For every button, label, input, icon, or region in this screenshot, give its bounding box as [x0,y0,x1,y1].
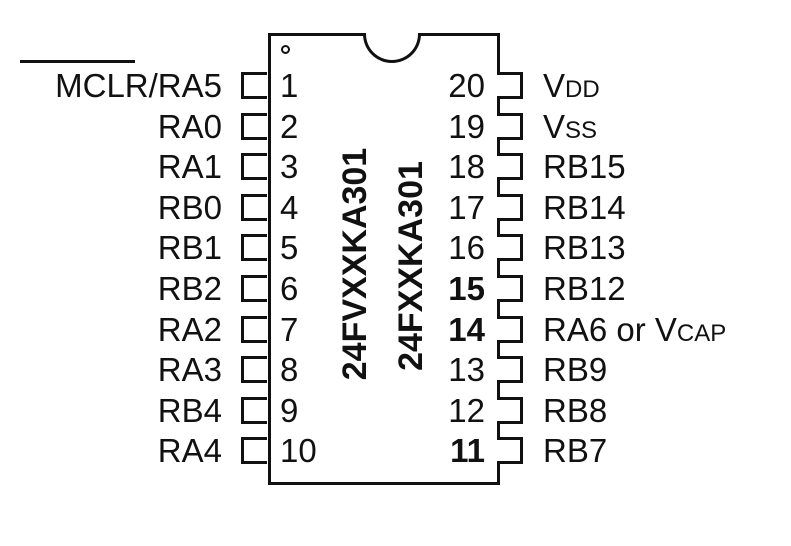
pin-label-7: RA2 [157,310,222,348]
pin-pad-16 [497,234,523,262]
pin-number-20: 20 [448,67,485,104]
pin-number-19: 19 [448,107,485,145]
pin-label-16: RB13 [543,228,626,268]
pin-pad-7 [241,315,267,343]
pin-label-11: RB7 [543,431,607,471]
pin-number-5: 5 [280,229,299,267]
pin-label-20: VDD [543,66,600,106]
pin-label-2: RA0 [157,107,222,145]
pin-number-17: 17 [448,188,485,226]
pin-number-6: 6 [280,270,299,307]
pin-label-subscript: DD [565,76,600,103]
pin-number-9: 9 [280,391,299,429]
package-notch [363,33,421,63]
pin-pad-12 [497,396,523,424]
pin-label-19: VSS [543,107,597,147]
pin-number-2: 2 [280,107,299,145]
pin-label-3: RA1 [157,148,222,186]
pin-label-6: RB2 [157,270,222,307]
pin-pad-5 [241,234,267,262]
pin-number-4: 4 [280,188,299,226]
pin-pad-2 [241,112,267,140]
pin-pad-20 [497,72,523,99]
pin-pad-6 [241,275,267,302]
pin-label-main: V [543,67,566,104]
pin-label-text: RB15 [543,148,626,186]
pin-label-15: RB12 [543,269,626,309]
pin-pad-15 [497,275,523,302]
pin-label-text: RA6 or [543,310,655,348]
pin-pad-14 [497,315,523,343]
pin-number-8: 8 [280,351,299,389]
pin-label-8: RA3 [157,351,222,389]
pin-label-17: RB14 [543,188,626,228]
pin-label-4: RB0 [157,188,222,226]
pin-number-13: 13 [448,351,485,389]
pin-label-12: RB8 [543,391,607,431]
pin1-indicator-dot [281,45,290,54]
pin-pad-10 [241,437,267,465]
pin-pad-8 [241,356,267,384]
pin-label-text: RB9 [543,351,608,389]
pin-pad-11 [497,437,523,465]
pin-label-subscript: SS [565,116,598,144]
pin-pad-19 [497,112,523,140]
pin-number-11: 11 [450,432,485,470]
pin-pad-4 [241,193,267,221]
pin-pad-3 [241,153,267,181]
pin-pad-18 [497,153,523,181]
pin-pad-17 [497,193,523,221]
pin-number-7: 7 [280,310,299,348]
pin-label-subscript: CAP [676,319,727,347]
part-name-24fvxxka301: 24FVXXKA301 [336,147,375,381]
pin-number-3: 3 [280,148,299,186]
pin-number-16: 16 [448,229,485,267]
pin-number-1: 1 [280,67,299,104]
pin-label-13: RB9 [543,350,607,390]
pin-label-5: RB1 [157,229,222,267]
pin-label-10: RA4 [157,432,222,470]
pin-label-main: V [654,310,677,348]
pin-label-text: RB8 [543,391,608,429]
pin-label-1: MCLR/RA5 [55,67,222,104]
pin-number-10: 10 [280,432,317,470]
pin-number-12: 12 [448,391,485,429]
pin-pad-13 [497,356,523,384]
pin-number-14: 14 [448,310,485,348]
pin-label-text: RB12 [543,270,626,307]
pin-label-18: RB15 [543,147,626,187]
overline-mclr [20,60,135,63]
pin-label-text: RB14 [543,188,626,226]
part-name-24fxxka301: 24FXXKA301 [391,161,430,371]
pin-pad-9 [241,396,267,424]
pin-label-14: RA6 or VCAP [543,310,726,350]
pin-label-9: RB4 [157,391,222,429]
pin-label-text: RB13 [543,229,626,267]
pin-number-15: 15 [448,270,485,307]
pin-pad-1 [241,72,267,99]
ic-package [268,33,500,485]
pin-label-main: V [543,107,566,145]
pin-label-text: RB7 [543,432,608,470]
pin-number-18: 18 [448,148,485,186]
